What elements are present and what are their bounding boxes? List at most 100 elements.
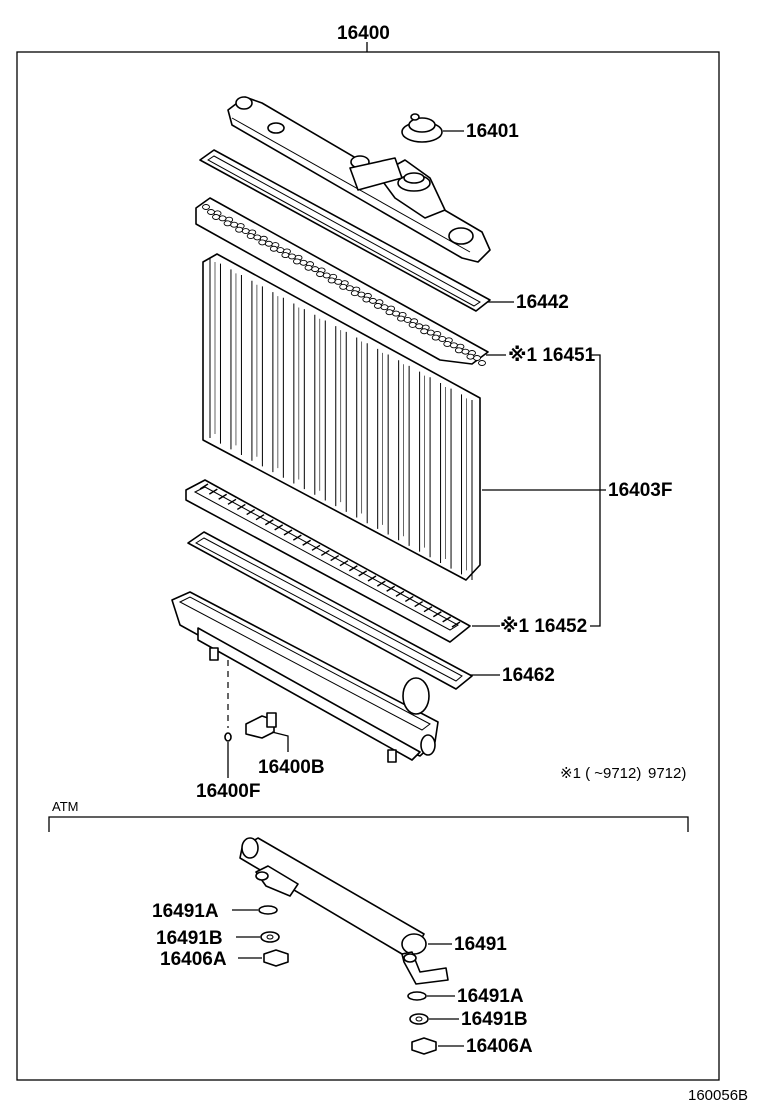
plate-hole	[269, 245, 278, 252]
plate-slot	[274, 524, 284, 531]
plate-hole	[373, 302, 382, 309]
plate-hole	[362, 296, 371, 303]
label-oil-cooler: 16491	[454, 934, 507, 955]
plate-slot	[208, 488, 218, 495]
plate-slot	[218, 493, 228, 500]
radiator-core	[202, 253, 481, 581]
plate-slot	[358, 570, 368, 577]
plate-slot	[451, 621, 461, 628]
plate-hole	[461, 348, 470, 355]
plate-hole	[327, 277, 336, 284]
label-cap: 16401	[466, 121, 519, 142]
plate-hole	[246, 233, 255, 239]
core-bracket	[590, 354, 601, 627]
label-lower-gasket: 16462	[502, 665, 555, 686]
plate-hole	[408, 321, 417, 328]
plate-slot	[320, 549, 330, 557]
plate-slot	[302, 539, 312, 546]
plate-hole	[345, 285, 354, 292]
label-core: 16403F	[608, 480, 672, 501]
upper-tank	[227, 96, 491, 263]
plate-slot	[367, 575, 377, 582]
nut-left-icon	[263, 949, 289, 967]
plate-hole	[202, 204, 210, 210]
atm-bracket	[48, 816, 689, 832]
lower-gasket	[187, 531, 473, 690]
plate-hole	[385, 309, 394, 316]
plate-hole	[235, 226, 244, 233]
label-drain-cock: 16400B	[258, 757, 325, 778]
plate-slot	[264, 519, 274, 526]
washer-b-right-hole	[415, 1016, 423, 1022]
plate-hole	[281, 252, 290, 259]
plate-slot	[283, 529, 293, 536]
plate-hole	[415, 323, 424, 330]
plate-hole	[316, 271, 325, 278]
plate-slot	[442, 616, 452, 623]
label-lower-plate: ※1 16452	[500, 616, 587, 637]
label-washer-a-left: 16491A	[152, 901, 219, 922]
plate-hole	[368, 297, 377, 304]
note-text: ※1 ( ~9712)	[560, 765, 641, 782]
plate-hole	[293, 258, 301, 265]
plate-slot	[255, 514, 265, 521]
note-year: 9712)	[648, 765, 686, 782]
plate-hole	[207, 209, 215, 215]
plate-hole	[288, 253, 296, 260]
plate-hole	[223, 220, 232, 227]
plate-slot	[236, 503, 246, 511]
label-nut-left: 16406A	[160, 949, 227, 970]
plate-slot	[404, 595, 414, 603]
label-upper-plate: ※1 16451	[508, 345, 596, 366]
plate-hole	[264, 240, 273, 247]
label-drain-plug: 16400F	[196, 781, 260, 802]
plate-hole	[478, 360, 486, 366]
plate-hole	[276, 247, 285, 254]
plate-slot	[414, 600, 424, 608]
washer-a-right-icon	[407, 991, 427, 1001]
plate-hole	[449, 342, 458, 349]
plate-slot	[330, 554, 340, 562]
washer-a-left-icon	[258, 905, 278, 915]
plate-slot	[423, 606, 433, 613]
lower-tank	[171, 591, 439, 763]
plate-hole	[454, 347, 463, 354]
plate-slot	[376, 580, 386, 587]
plate-slot	[339, 560, 349, 567]
plate-hole	[322, 272, 331, 279]
plate-hole	[230, 221, 239, 228]
upper-gasket	[199, 149, 491, 312]
plate-slot	[386, 585, 396, 592]
plate-slot	[311, 544, 321, 551]
washer-b-right-icon	[409, 1013, 429, 1025]
drain-cock-leader	[271, 731, 289, 752]
plate-hole	[380, 304, 389, 311]
plate-slot	[348, 565, 358, 572]
lower-plate	[185, 479, 471, 643]
plate-hole	[241, 228, 250, 234]
plate-hole	[431, 334, 440, 341]
nut-right-icon	[411, 1037, 437, 1055]
plate-hole	[334, 278, 343, 285]
washer-b-left-icon	[260, 931, 280, 943]
plate-slot	[199, 483, 209, 490]
drain-cock-icon	[245, 712, 277, 739]
plate-slot	[246, 508, 256, 516]
plate-hole	[420, 328, 429, 335]
label-washer-b-right: 16491B	[461, 1009, 528, 1030]
plate-hole	[473, 355, 481, 361]
plate-slot	[395, 590, 405, 597]
plate-hole	[403, 316, 412, 323]
plate-hole	[397, 315, 405, 322]
label-nut-right: 16406A	[466, 1036, 533, 1057]
plate-hole	[258, 239, 267, 246]
plate-hole	[392, 310, 400, 317]
plate-hole	[218, 215, 227, 222]
label-washer-b-left: 16491B	[156, 928, 223, 949]
plate-hole	[299, 259, 308, 266]
washer-b-left-hole	[266, 934, 274, 940]
plate-slot	[292, 534, 302, 541]
plate-hole	[443, 341, 452, 347]
plate-hole	[339, 283, 348, 290]
